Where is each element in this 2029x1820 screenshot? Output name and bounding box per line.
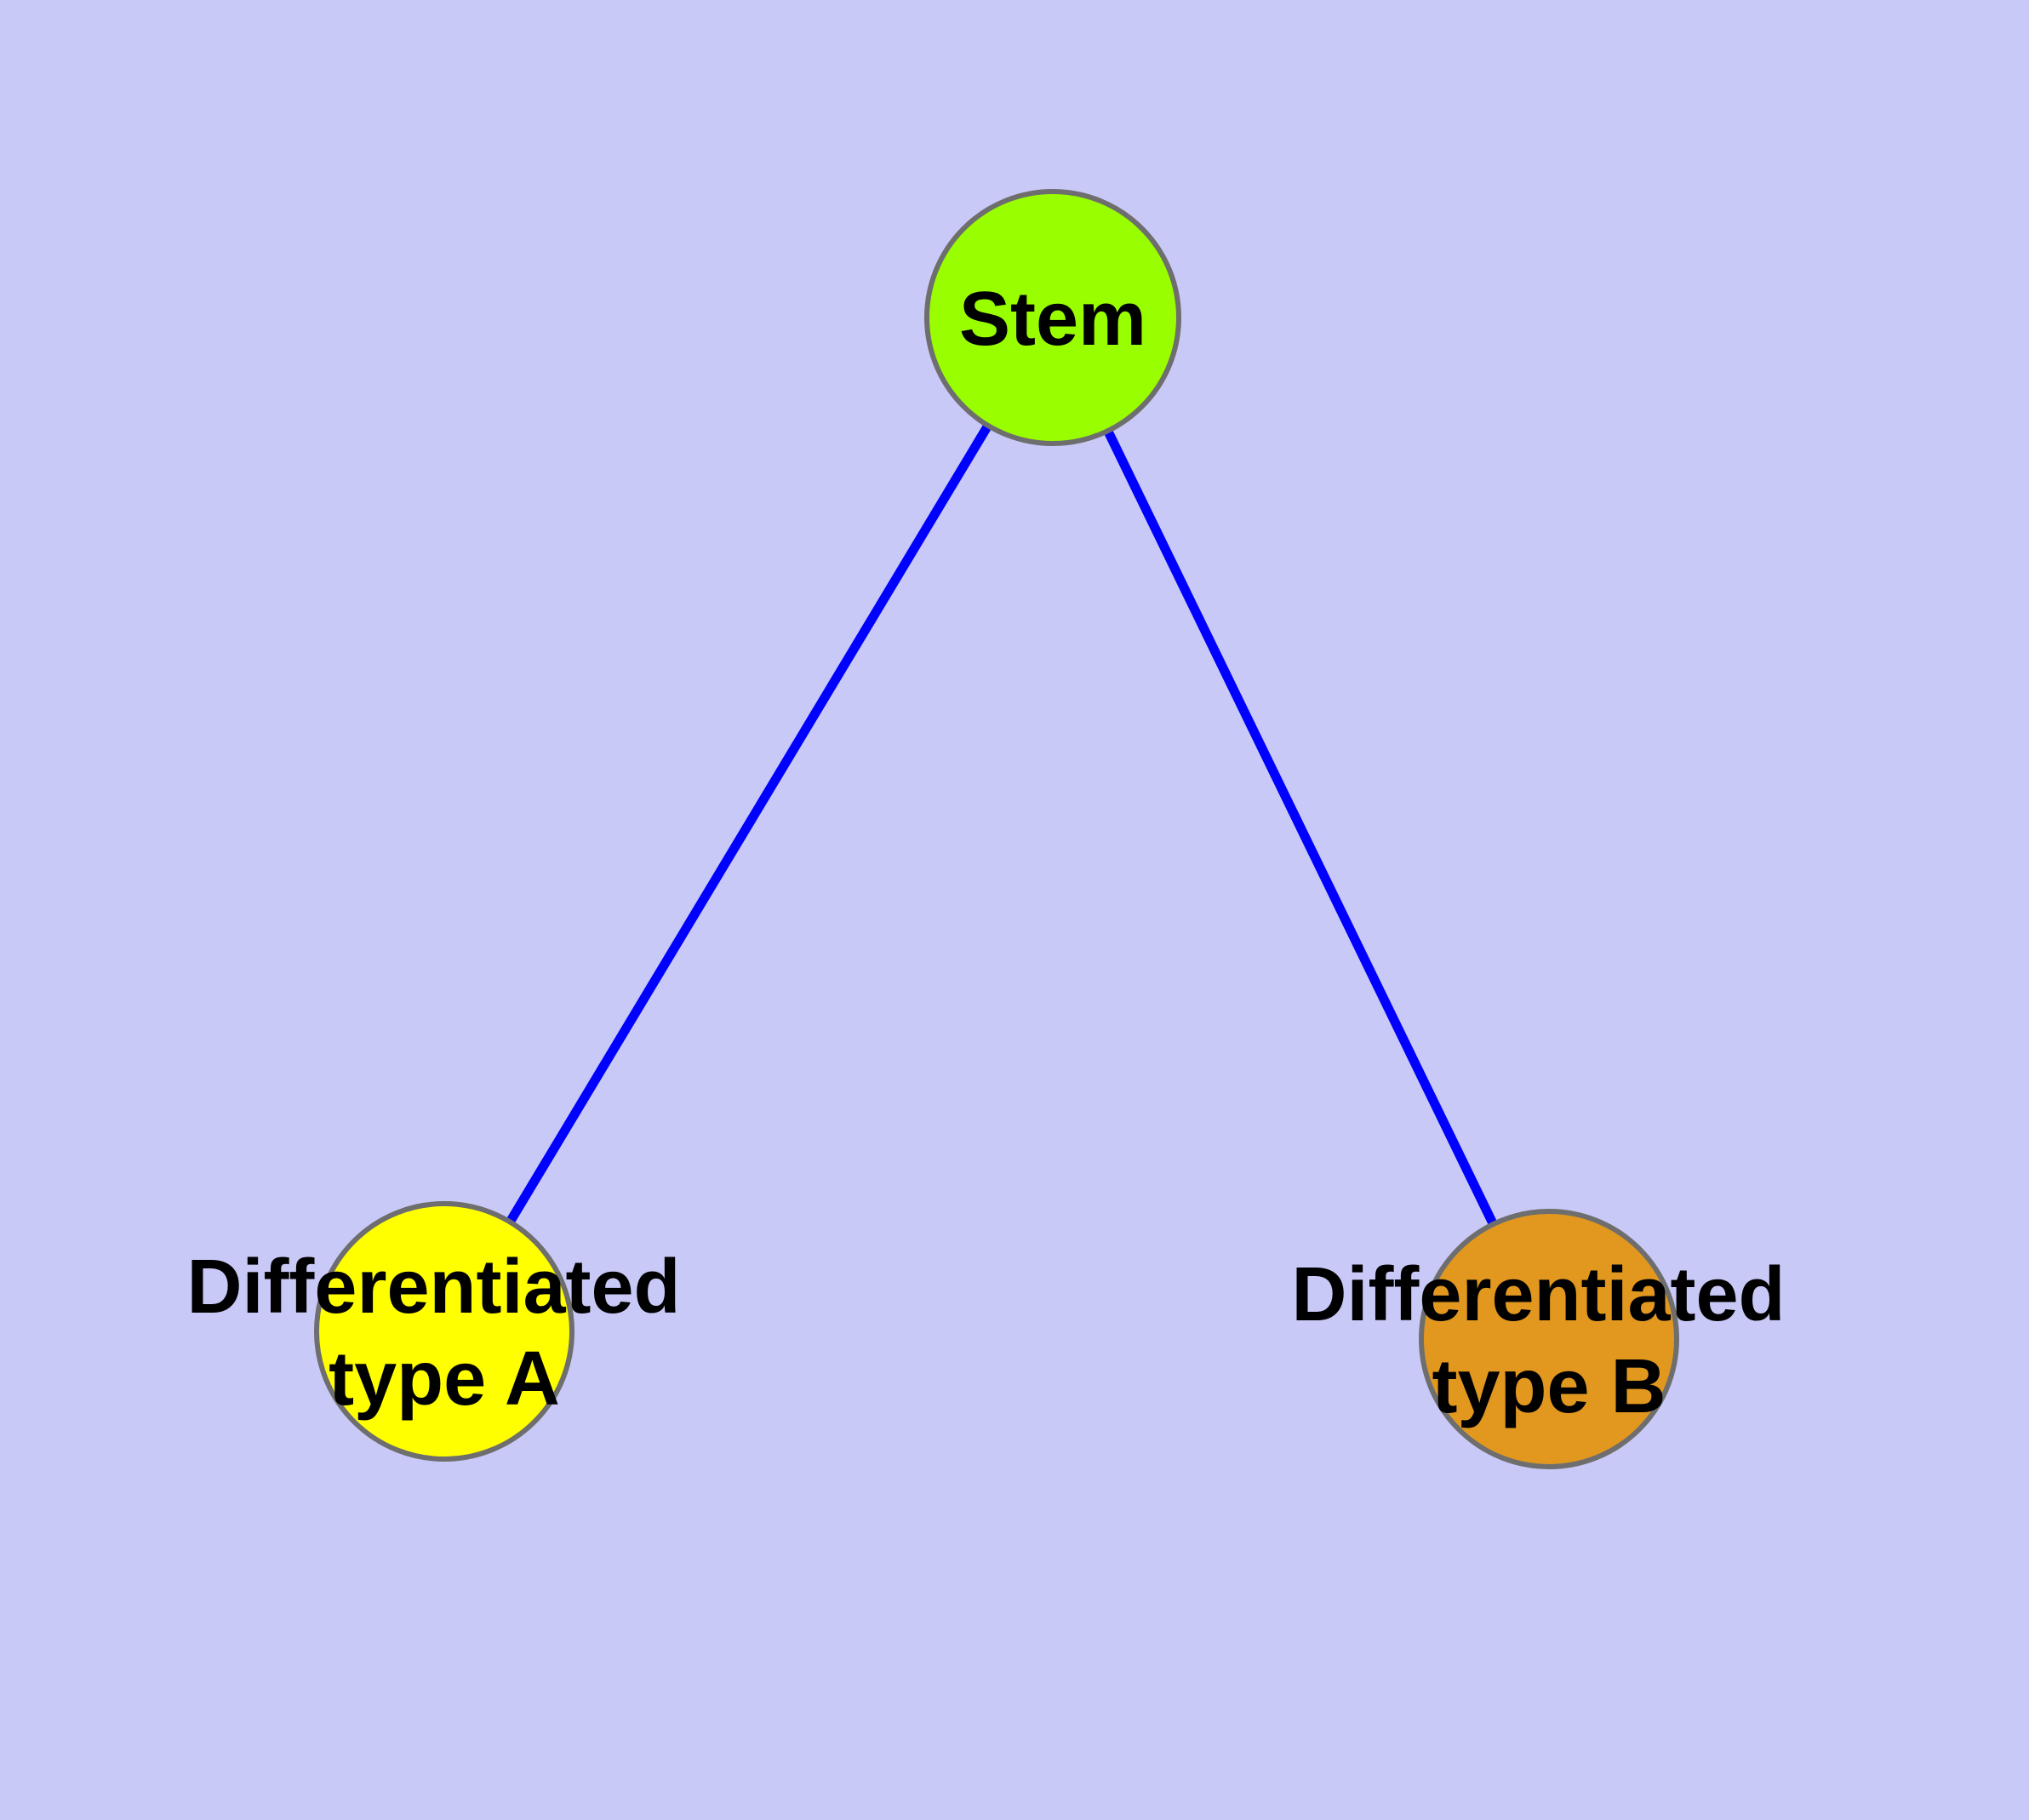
edge-stem-to-type-a (440, 315, 1057, 1334)
node-type-b-label-line1: Differentiated (1291, 1252, 1785, 1337)
edge-stem-to-type-b (1049, 315, 1553, 1342)
node-type-a-label: Differentiated type A (186, 1245, 701, 1422)
node-type-b-circle (1419, 1209, 1679, 1469)
node-type-a-circle (314, 1201, 574, 1462)
node-type-a-label-line1: Differentiated (186, 1245, 680, 1330)
node-type-b-label-line2: type B (1432, 1344, 1666, 1429)
node-stem-label: Stem (959, 277, 1146, 362)
node-type-b-label: Differentiated type B (1291, 1252, 1806, 1429)
node-type-a-label-line2: type A (329, 1336, 560, 1422)
node-stem-circle (924, 189, 1181, 446)
